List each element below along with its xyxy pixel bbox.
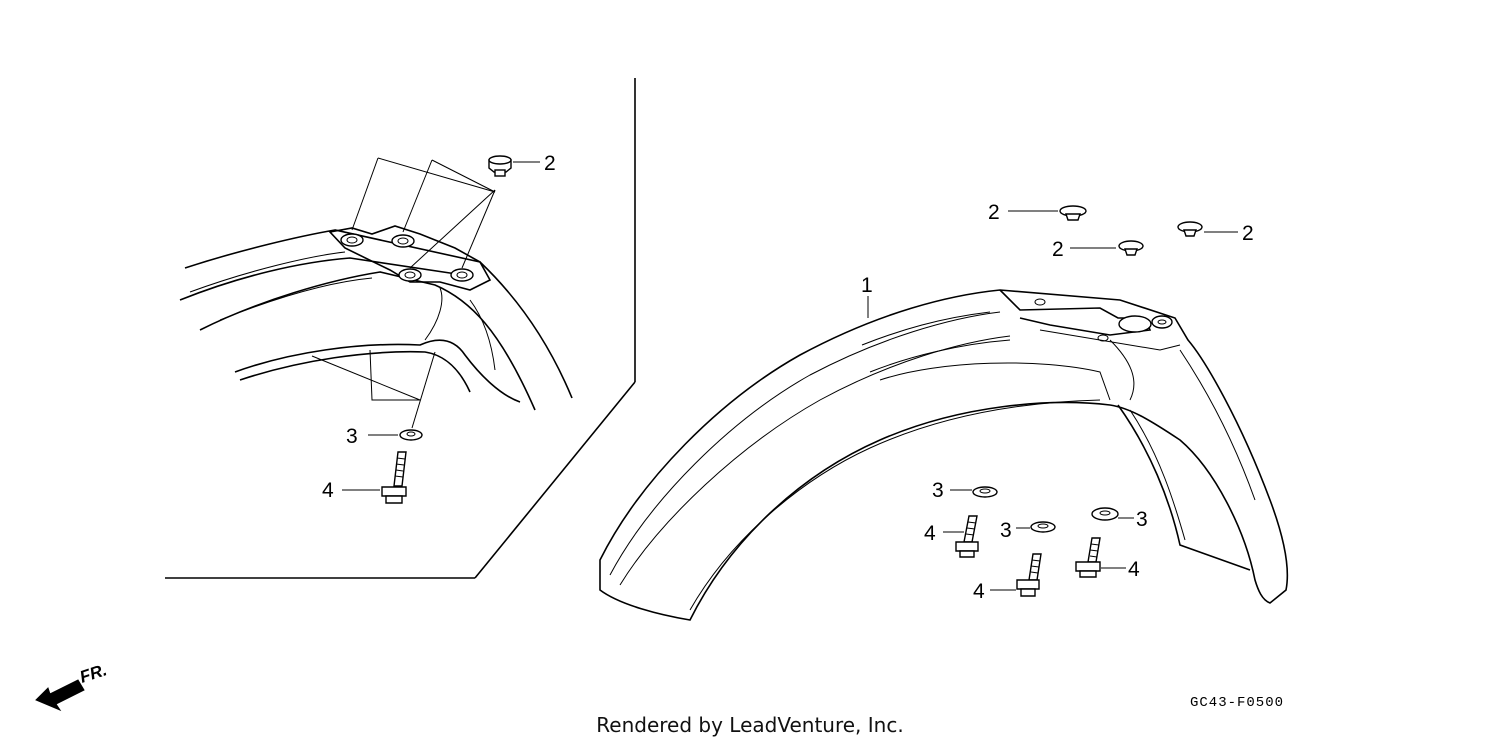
callout-grommet-b: 2	[1242, 222, 1254, 245]
callout-washer-a: 3	[932, 479, 944, 502]
callout-grommet-c: 2	[1052, 238, 1064, 261]
callout-washer-b: 3	[1000, 519, 1012, 542]
inset-panel-border	[165, 78, 636, 579]
callout-bolt-c: 4	[1128, 558, 1140, 581]
inset-washer	[368, 429, 423, 441]
direction-label: FR.	[77, 660, 109, 687]
front-fender	[599, 289, 1289, 621]
grommet-a	[1008, 205, 1087, 221]
grommet-c	[1070, 240, 1144, 256]
inset-grommet	[488, 155, 540, 177]
washer-c	[1091, 507, 1134, 521]
callout-bolt-b: 4	[973, 580, 985, 603]
callout-washer-inset: 3	[346, 425, 358, 448]
diagram-code: GC43-F0500	[1190, 695, 1284, 711]
washer-b	[1016, 521, 1056, 533]
footer-credit: Rendered by LeadVenture, Inc.	[596, 713, 904, 737]
callout-bolt-a: 4	[924, 522, 936, 545]
callout-grommet-a: 2	[988, 201, 1000, 224]
callout-bolt-inset: 4	[322, 479, 334, 502]
callout-washer-c: 3	[1136, 508, 1148, 531]
bolt-a	[943, 515, 979, 558]
inset-fender-detail	[179, 157, 573, 429]
callout-grommet-inset: 2	[544, 152, 556, 175]
inset-bolt	[342, 451, 407, 504]
grommet-b	[1177, 221, 1238, 237]
bolt-c	[1075, 537, 1126, 578]
front-direction-arrow-icon	[35, 679, 85, 712]
callout-fender: 1	[861, 274, 873, 297]
washer-a	[950, 486, 998, 498]
bolt-b	[990, 553, 1042, 597]
